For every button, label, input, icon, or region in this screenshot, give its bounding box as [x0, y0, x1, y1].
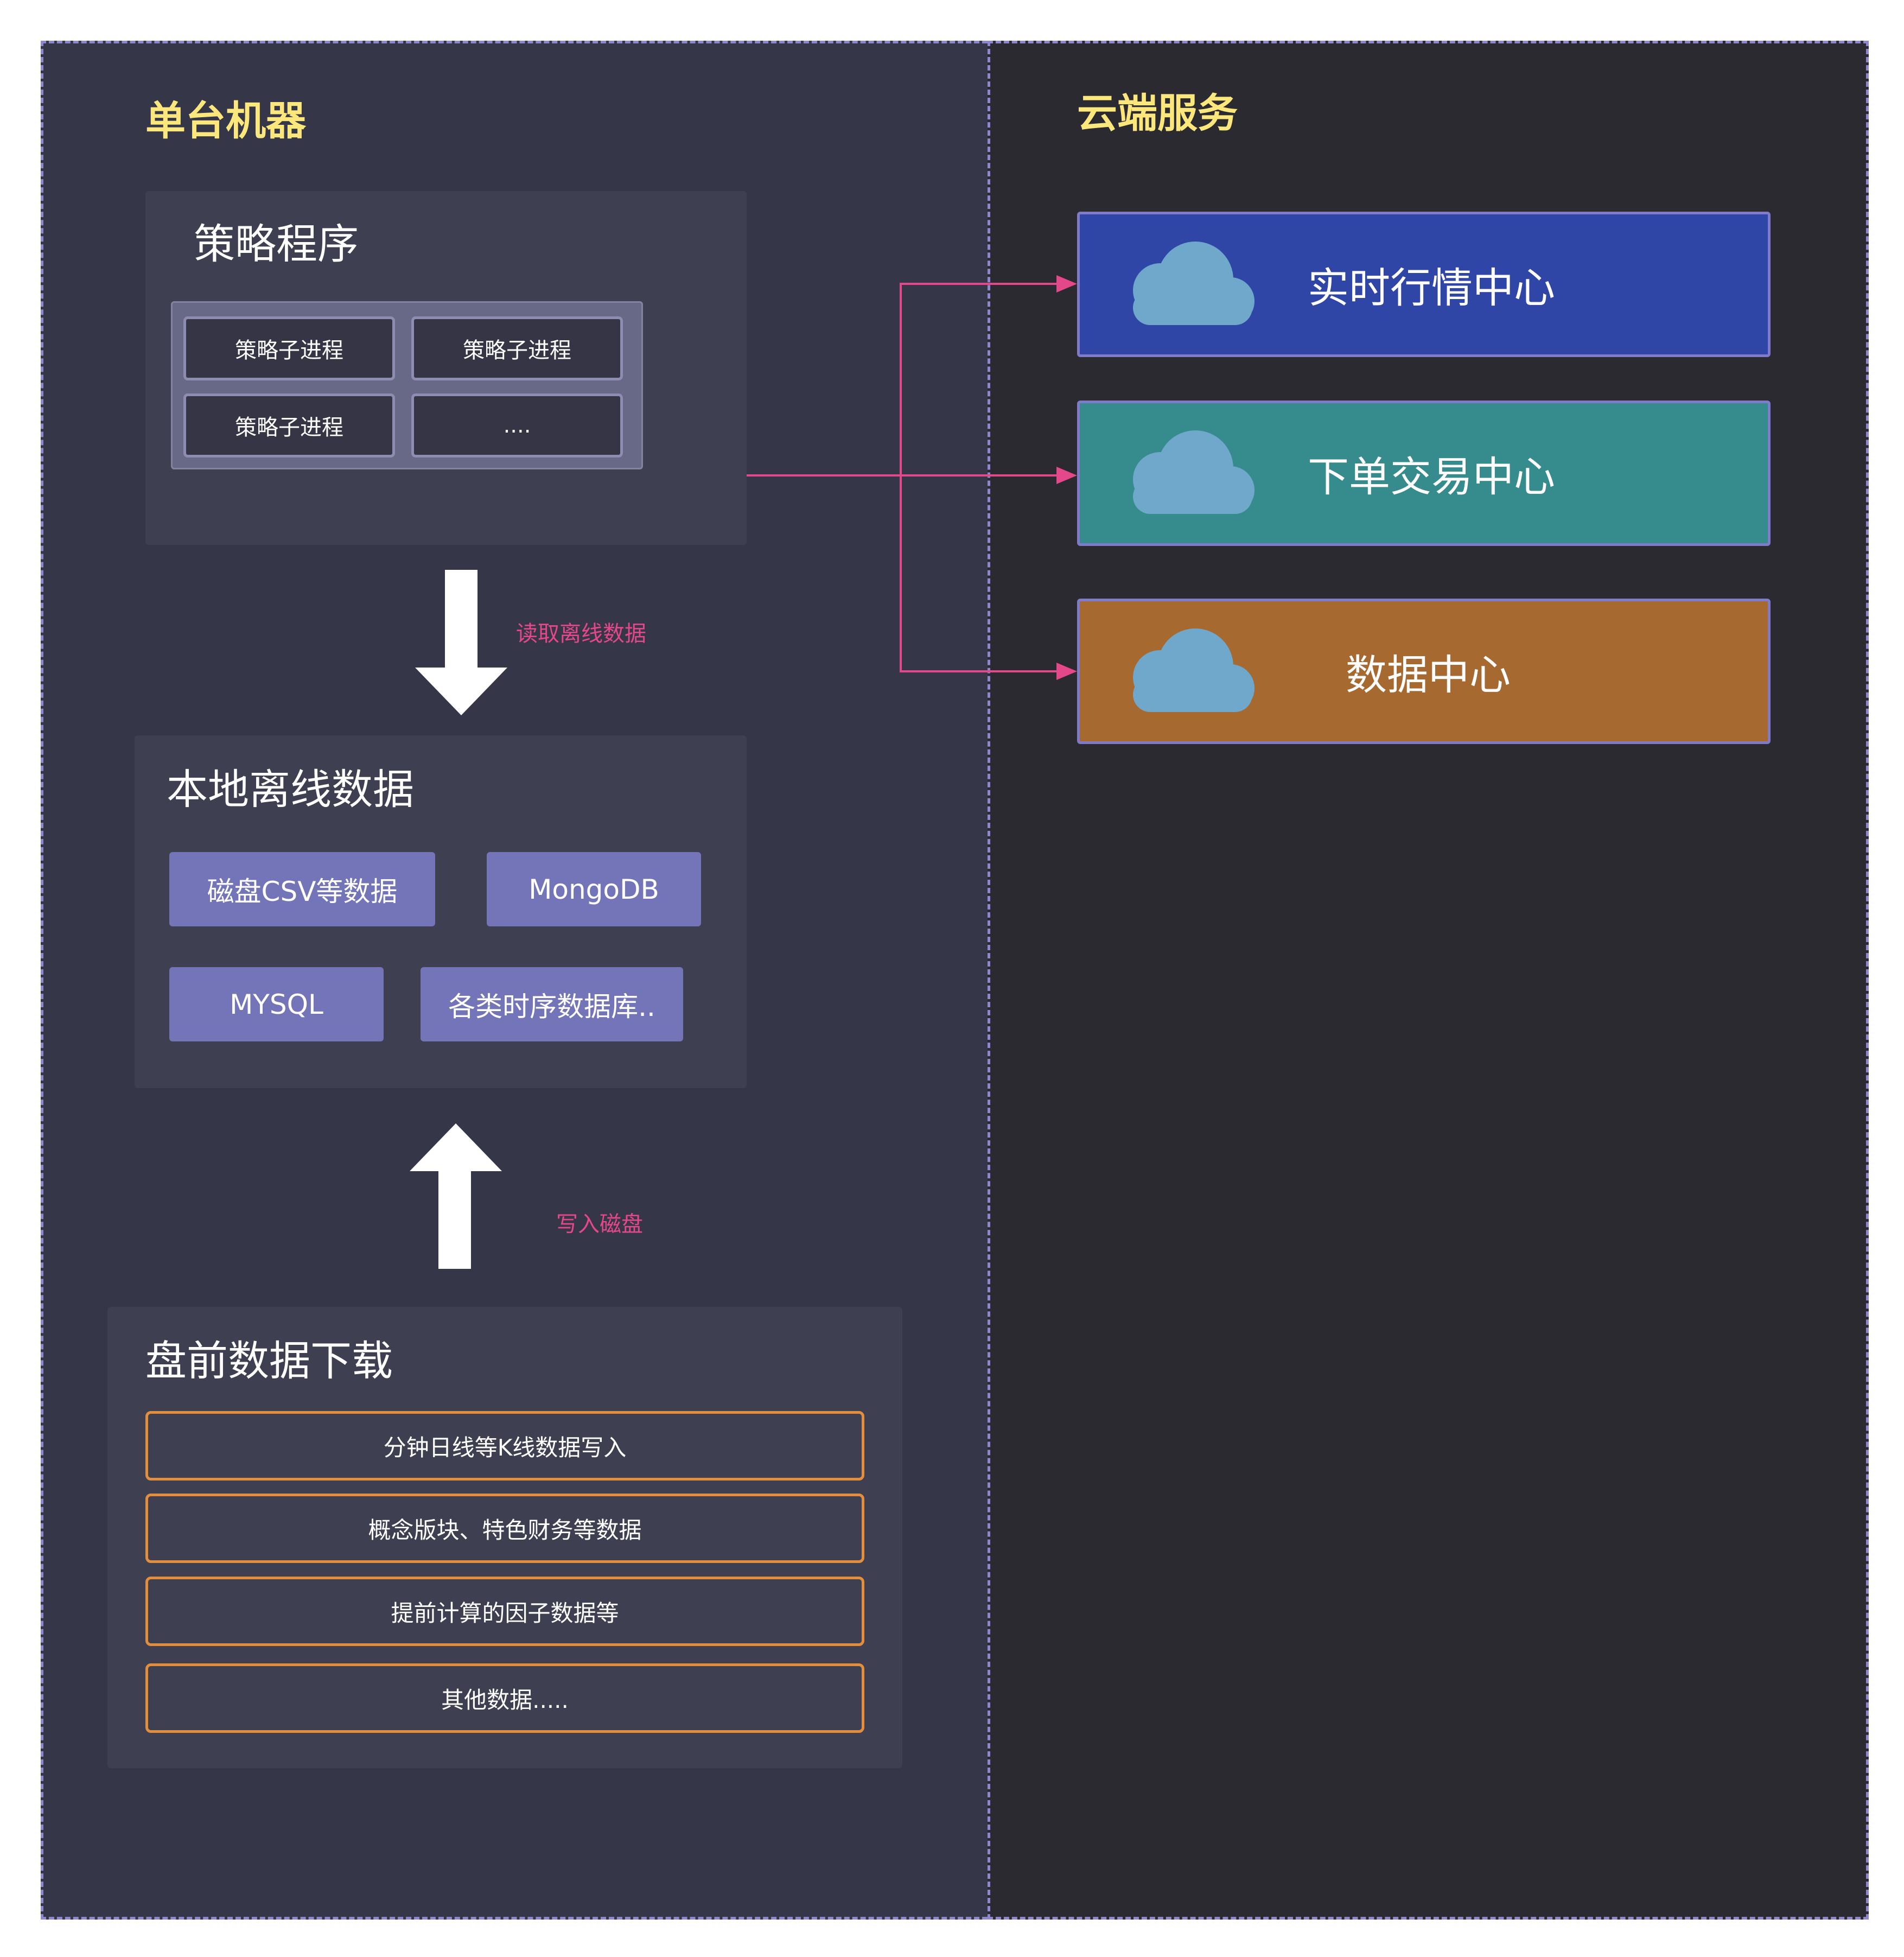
data-center-box: 数据中心	[1077, 599, 1771, 744]
order-trading-center-box: 下单交易中心	[1077, 401, 1771, 546]
local-offline-data-title: 本地离线数据	[167, 765, 414, 814]
cloud-icon	[1133, 430, 1255, 514]
premarket-download-title: 盘前数据下载	[145, 1337, 393, 1385]
write-disk-label: 写入磁盘	[556, 1212, 643, 1237]
subprocess-box: 策略子进程	[183, 393, 395, 458]
read-offline-data-label: 读取离线数据	[516, 621, 646, 646]
subprocess-ellipsis-box: ....	[411, 393, 623, 458]
subprocess-group: 策略子进程 策略子进程 策略子进程 ....	[171, 301, 643, 469]
subprocess-box: 策略子进程	[183, 316, 395, 380]
order-trading-center-label: 下单交易中心	[1308, 453, 1555, 501]
download-item: 其他数据.....	[145, 1663, 864, 1733]
write-arrow-icon	[410, 1123, 502, 1269]
realtime-market-center-label: 实时行情中心	[1308, 264, 1555, 312]
cloud-icon	[1133, 242, 1255, 325]
data-center-label: 数据中心	[1346, 651, 1511, 699]
cloud-services-title: 云端服务	[1077, 90, 1238, 137]
mongodb-chip: MongoDB	[487, 852, 701, 926]
download-item: 分钟日线等K线数据写入	[145, 1411, 864, 1481]
mysql-chip: MYSQL	[169, 967, 384, 1041]
local-machine-title: 单台机器	[145, 98, 306, 144]
cloud-icon	[1133, 628, 1255, 712]
read-arrow-icon	[415, 570, 507, 715]
download-item: 提前计算的因子数据等	[145, 1577, 864, 1646]
realtime-market-center-box: 实时行情中心	[1077, 212, 1771, 357]
download-item: 概念版块、特色财务等数据	[145, 1494, 864, 1563]
disk-csv-chip: 磁盘CSV等数据	[169, 852, 435, 926]
premarket-download-panel	[107, 1307, 902, 1768]
subprocess-box: 策略子进程	[411, 316, 623, 380]
timeseries-db-chip: 各类时序数据库..	[421, 967, 683, 1041]
strategy-program-title: 策略程序	[194, 220, 359, 268]
